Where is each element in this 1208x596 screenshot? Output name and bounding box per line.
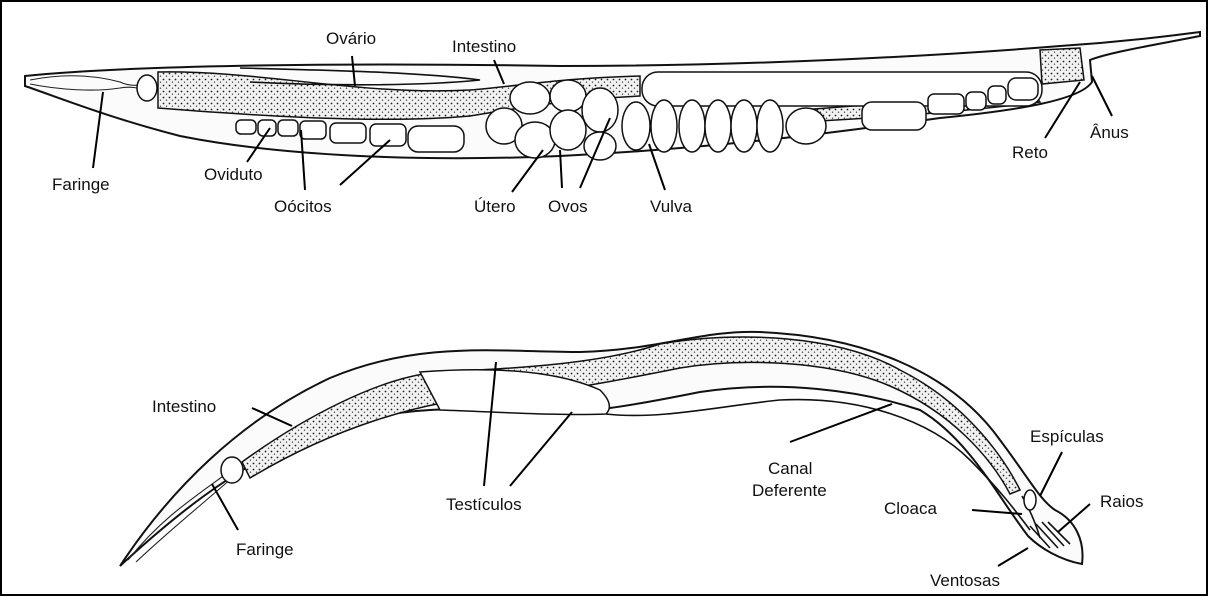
male-worm: Intestino Faringe Testículos Canal Defer… [120,332,1143,590]
female-rectum-region [1040,48,1084,84]
leader-male-testiculos-2 [510,412,572,486]
label-male-ventosas: Ventosas [930,571,1000,590]
label-male-canal-line1: Canal [768,459,812,478]
label-male-espiculas: Espículas [1030,427,1104,446]
label-female-vulva: Vulva [650,197,692,216]
label-female-faringe: Faringe [52,175,110,194]
label-male-faringe: Faringe [236,540,294,559]
label-female-reto: Reto [1012,143,1048,162]
label-female-ovario: Ovário [326,29,376,48]
leader-female-anus [1092,76,1112,116]
label-female-ovos: Ovos [548,197,588,216]
label-male-testiculos: Testículos [446,495,522,514]
label-male-cloaca: Cloaca [884,499,937,518]
label-male-raios: Raios [1100,492,1143,511]
leader-male-canal [790,404,892,442]
label-male-intestino: Intestino [152,397,216,416]
female-pharynx-bulb [137,75,157,101]
female-worm: Ovário Intestino Faringe Oviduto Oócitos… [25,29,1200,216]
leader-male-ventosas [998,548,1028,566]
label-female-utero: Útero [474,197,516,216]
label-female-oviduto: Oviduto [204,165,263,184]
label-female-intestino: Intestino [452,37,516,56]
leader-male-espiculas [1040,452,1062,496]
label-female-anus: Ânus [1090,123,1129,142]
leader-male-faringe [212,484,238,530]
male-pharynx-bulb [221,457,243,483]
label-male-canal-line2: Deferente [752,481,827,500]
label-female-oocitos: Oócitos [274,197,332,216]
